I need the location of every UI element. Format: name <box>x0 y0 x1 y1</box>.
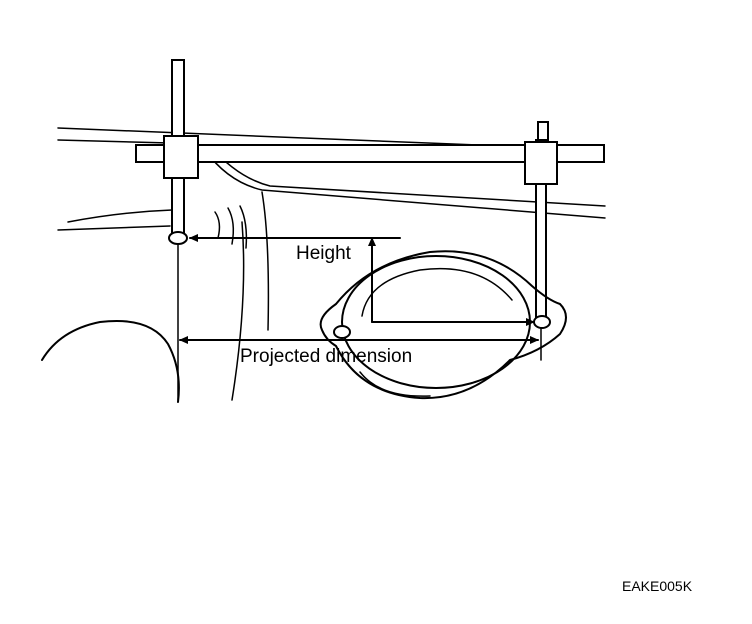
right-pointer-assembly <box>524 121 558 321</box>
measurement-lines <box>179 234 542 361</box>
height-label: Height <box>296 243 352 264</box>
projected-dimension-label: Projected dimension <box>240 346 412 367</box>
exhaust-flange <box>319 250 567 400</box>
left-pointer-assembly <box>163 59 199 401</box>
figure-code-label: EAKE005K <box>622 578 693 594</box>
gauge-crossbar <box>135 144 605 163</box>
